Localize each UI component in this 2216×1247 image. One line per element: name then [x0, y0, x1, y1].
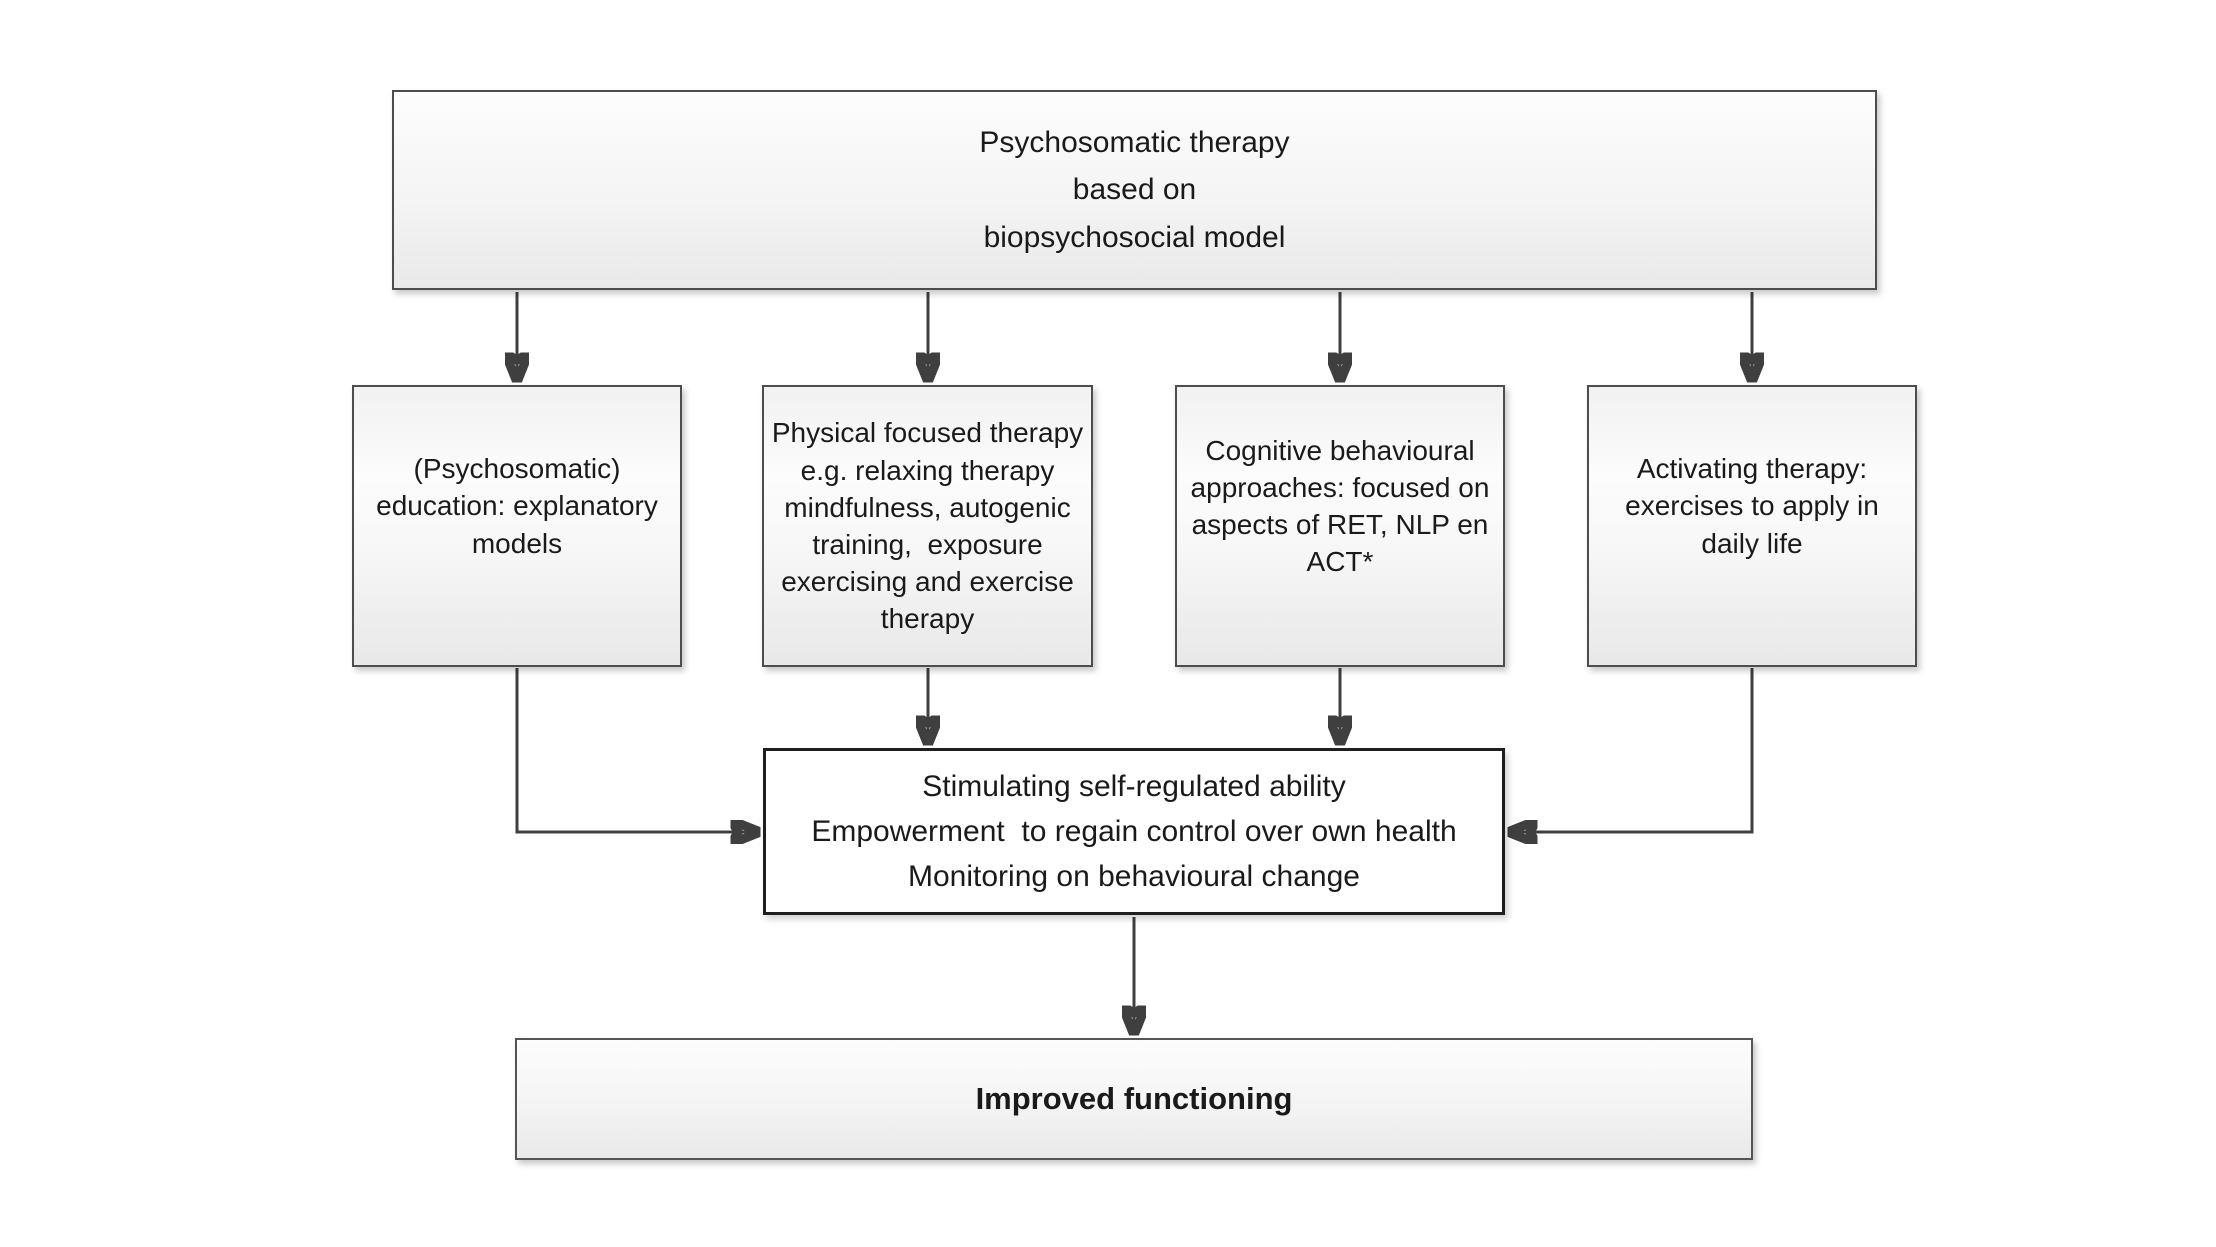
node-activating-therapy: Activating therapy: exercises to apply i… — [1587, 385, 1917, 667]
arrow-activating-to-integration — [1509, 668, 1754, 832]
node-cognitive-behavioural-approaches-label: Cognitive behavioural approaches: focuse… — [1190, 434, 1490, 578]
node-improved-functioning: Improved functioning — [515, 1038, 1753, 1160]
node-psychosomatic-therapy-label: Psychosomatic therapy based on biopsycho… — [979, 125, 1290, 254]
node-activating-therapy-label: Activating therapy: exercises to apply i… — [1625, 453, 1879, 559]
node-self-regulation-empowerment-label: Stimulating self-regulated ability Empow… — [811, 770, 1457, 893]
node-psychosomatic-education-label: (Psychosomatic) education: explanatory m… — [376, 453, 658, 559]
node-improved-functioning-label: Improved functioning — [975, 1081, 1293, 1117]
node-physical-focused-therapy-label: Physical focused therapy e.g. relaxing t… — [771, 417, 1084, 635]
node-psychosomatic-education: (Psychosomatic) education: explanatory m… — [352, 385, 682, 667]
node-psychosomatic-therapy: Psychosomatic therapy based on biopsycho… — [392, 90, 1877, 290]
arrow-education-to-integration — [515, 668, 759, 832]
node-self-regulation-empowerment: Stimulating self-regulated ability Empow… — [763, 748, 1505, 915]
node-cognitive-behavioural-approaches: Cognitive behavioural approaches: focuse… — [1175, 385, 1505, 667]
node-physical-focused-therapy: Physical focused therapy e.g. relaxing t… — [762, 385, 1093, 667]
